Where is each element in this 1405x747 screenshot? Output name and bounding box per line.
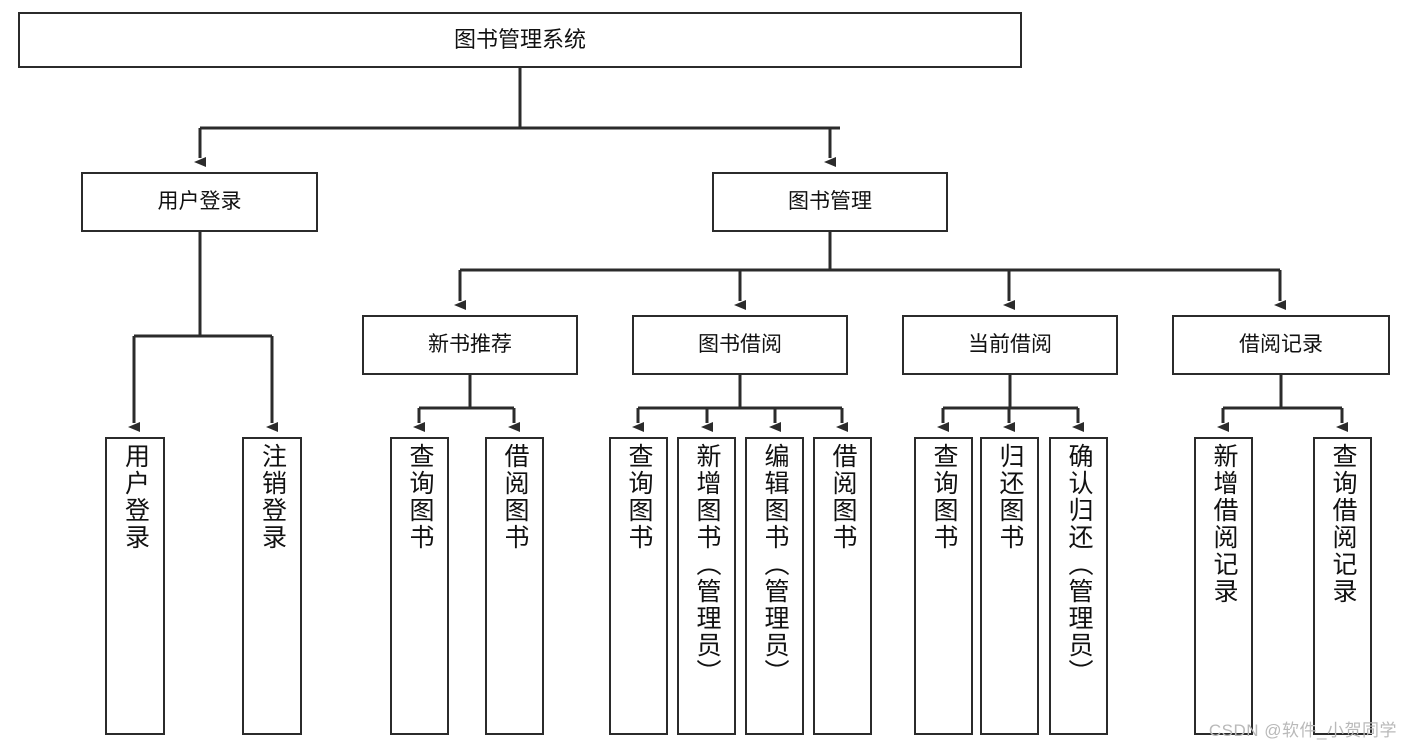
node-label: 新增借阅记录 [1210,443,1238,605]
leaf-borrow-record-add-record[interactable]: 新增借阅记录 [1194,437,1253,735]
node-label: 用户登录 [157,189,242,213]
leaf-user-login-login[interactable]: 用户登录 [105,437,165,735]
node-label: 查询借阅记录 [1329,443,1357,605]
leaf-current-borrow-confirm-return-admin[interactable]: 确认归还（管理员） [1049,437,1108,735]
node-label: 编辑图书（管理员） [761,443,789,686]
watermark: CSDN @软件_小贺同学 [1208,721,1397,740]
leaf-new-book-borrow-book[interactable]: 借阅图书 [485,437,544,735]
leaf-current-borrow-query-book[interactable]: 查询图书 [914,437,973,735]
leaf-book-borrow-edit-book-admin[interactable]: 编辑图书（管理员） [745,437,804,735]
node-label: 借阅图书 [829,443,857,551]
node-current-borrow[interactable]: 当前借阅 [902,315,1118,375]
leaf-book-borrow-query-book[interactable]: 查询图书 [609,437,668,735]
node-book-borrow[interactable]: 图书借阅 [632,315,848,375]
node-borrow-record[interactable]: 借阅记录 [1172,315,1390,375]
node-label: 借阅记录 [1239,332,1323,356]
node-label: 归还图书 [996,443,1024,551]
node-label: 查询图书 [930,443,958,551]
node-label: 注销登录 [258,443,287,551]
leaf-user-login-logout[interactable]: 注销登录 [242,437,302,735]
node-book-management[interactable]: 图书管理 [712,172,948,232]
leaf-book-borrow-add-book-admin[interactable]: 新增图书（管理员） [677,437,736,735]
node-root-book-management-system[interactable]: 图书管理系统 [18,12,1022,68]
node-label: 查询图书 [406,443,434,551]
leaf-current-borrow-return-book[interactable]: 归还图书 [980,437,1039,735]
leaf-borrow-record-query-record[interactable]: 查询借阅记录 [1313,437,1372,735]
node-new-book-recommend[interactable]: 新书推荐 [362,315,578,375]
node-label: 新书推荐 [428,332,512,356]
node-label: 当前借阅 [968,332,1052,356]
node-label: 图书管理 [788,189,872,213]
node-label: 确认归还（管理员） [1065,443,1093,686]
node-label: 查询图书 [625,443,653,551]
node-label: 新增图书（管理员） [693,443,721,686]
node-label: 图书管理系统 [453,27,586,53]
leaf-book-borrow-borrow-book[interactable]: 借阅图书 [813,437,872,735]
node-label: 借阅图书 [501,443,529,551]
node-label: 图书借阅 [698,332,782,356]
leaf-new-book-query-book[interactable]: 查询图书 [390,437,449,735]
node-user-login[interactable]: 用户登录 [81,172,318,232]
node-label: 用户登录 [121,443,150,551]
